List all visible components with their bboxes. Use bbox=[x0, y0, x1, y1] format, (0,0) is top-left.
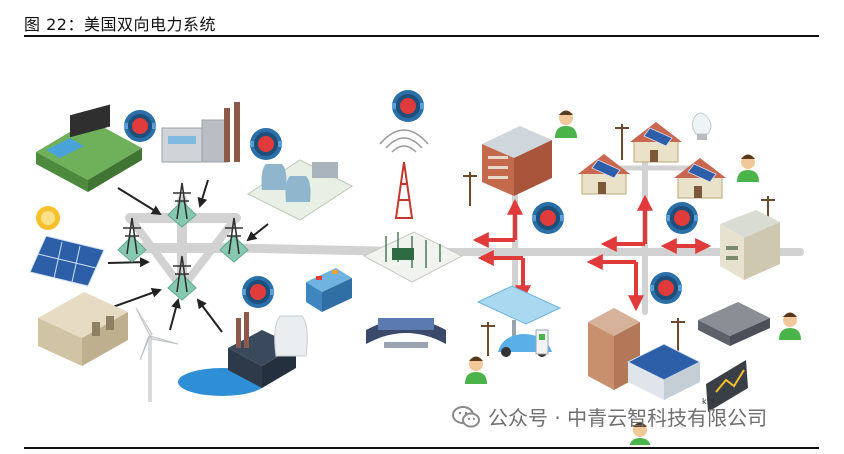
communication-tower bbox=[379, 129, 429, 219]
wind-turbine bbox=[135, 307, 179, 402]
watermark: 公众号 · 中青云智科技有限公司 bbox=[452, 402, 767, 431]
nuclear-plant bbox=[178, 312, 308, 396]
office-building bbox=[482, 126, 552, 196]
meter-unit-label: kW bbox=[702, 397, 715, 406]
industrial-plant bbox=[38, 292, 128, 366]
commercial-building bbox=[720, 210, 780, 280]
generation-feed-arrows bbox=[107, 179, 269, 333]
apartment-complex bbox=[588, 308, 702, 400]
mining-site bbox=[36, 104, 142, 192]
figure-label: 图 22： bbox=[24, 15, 84, 34]
battery-storage bbox=[306, 268, 352, 312]
factory bbox=[161, 102, 240, 163]
substation bbox=[362, 231, 464, 283]
wechat-icon bbox=[452, 405, 480, 427]
caption-rule bbox=[24, 35, 819, 37]
power-plant-cooling-towers bbox=[246, 159, 354, 221]
control-center bbox=[366, 318, 446, 348]
footer-rule bbox=[24, 447, 819, 449]
figure-title: 美国双向电力系统 bbox=[83, 15, 216, 34]
solar-farm bbox=[29, 206, 105, 287]
watermark-text: 公众号 · 中青云智科技有限公司 bbox=[488, 406, 768, 430]
ev-charging-station bbox=[476, 285, 562, 357]
bidirectional-grid-diagram: kW bbox=[29, 90, 804, 445]
led-bulb bbox=[691, 112, 712, 140]
figure-caption: 图 22：美国双向电力系统 bbox=[24, 11, 216, 35]
data-center-racks bbox=[698, 302, 770, 346]
smart-meter-display: kW bbox=[702, 360, 748, 412]
